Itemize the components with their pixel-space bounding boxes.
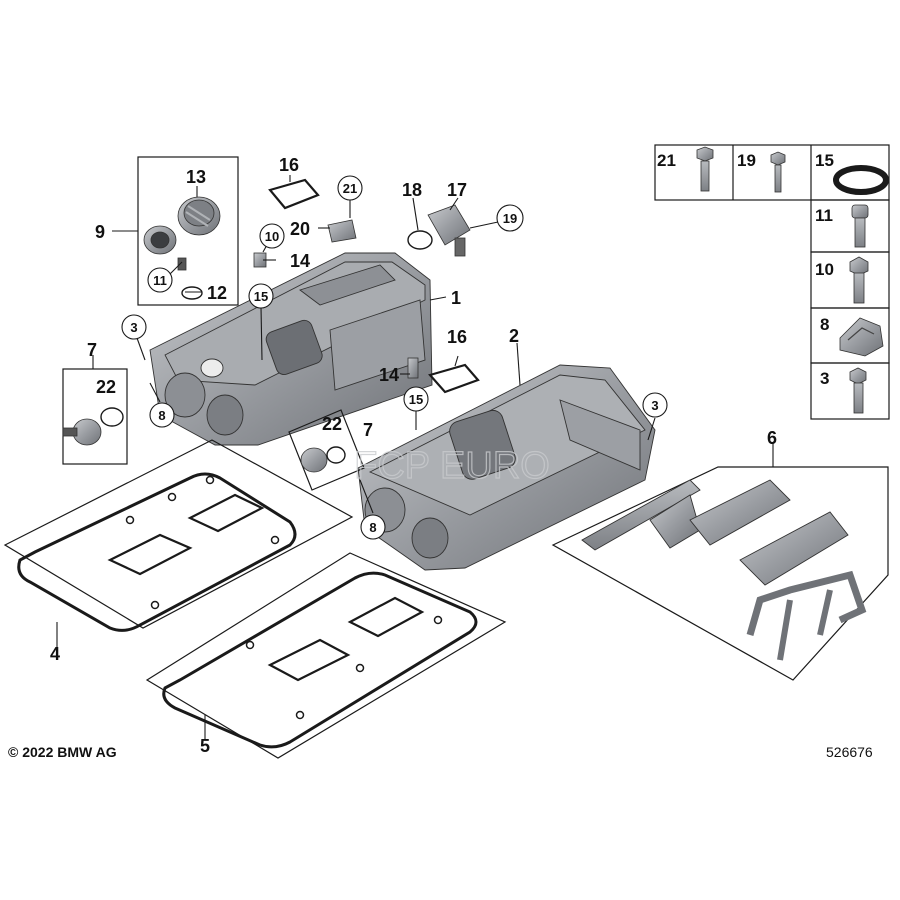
bracket-20-icon [327, 219, 357, 243]
callout-circle-21 [337, 175, 363, 201]
callout-10-circled: 10 [265, 229, 279, 244]
callout-5: 5 [200, 736, 210, 756]
o-ring-18-icon [407, 230, 433, 250]
callout-14a: 14 [290, 251, 310, 271]
gasket-16-lower-icon [428, 363, 480, 394]
circled-callouts [121, 175, 668, 540]
valve-cover-2 [357, 364, 656, 571]
bolt-21-icon [696, 146, 714, 192]
leader-lines [56, 175, 774, 740]
box-sensor-left [62, 368, 128, 465]
o-ring-15-icon [833, 165, 889, 195]
valve-cover-1 [149, 252, 433, 446]
callout-17: 17 [447, 180, 467, 200]
legend-label-19: 19 [737, 151, 756, 170]
callout-8b-circled: 8 [369, 520, 376, 535]
gasket-5 [145, 552, 507, 759]
callout-15b-circled: 15 [409, 392, 423, 407]
breather-pipe-assembly [581, 479, 867, 661]
callout-circle-3b [642, 392, 668, 418]
watermark: FCP EURO [354, 445, 550, 487]
cap-adapter-icon [143, 225, 187, 271]
legend-label-11: 11 [815, 206, 833, 225]
callout-13: 13 [186, 167, 206, 187]
gasket-16-upper-icon [268, 178, 320, 210]
legend-label-8: 8 [820, 315, 829, 334]
legend-label-3: 3 [820, 369, 829, 388]
bolt-10-icon [849, 256, 869, 304]
oil-cap-13-icon [177, 196, 221, 236]
diagram-id: 526676 [826, 744, 873, 760]
callout-9: 9 [95, 222, 105, 242]
clip-8-icon [839, 317, 884, 357]
callout-circle-19 [496, 204, 524, 232]
callout-7b: 7 [363, 420, 373, 440]
seal-ring-small-icon [326, 446, 346, 464]
callout-11-circled: 11 [153, 273, 167, 288]
callout-19-circled: 19 [503, 211, 517, 226]
copyright-text: © 2022 BMW AG [8, 744, 117, 760]
parts-legend [654, 144, 890, 420]
callout-8a-circled: 8 [158, 408, 165, 423]
box-oil-filler-cap [137, 156, 239, 306]
callout-22a: 22 [96, 377, 116, 397]
callout-12: 12 [207, 283, 227, 303]
callout-circle-10 [259, 223, 285, 249]
small-parts [253, 178, 480, 394]
callout-circle-8a [149, 402, 175, 428]
callout-22b: 22 [322, 414, 342, 434]
callout-7a: 7 [87, 340, 97, 360]
callout-circle-15a [248, 283, 274, 309]
callout-circle-8b [360, 514, 386, 540]
gasket-4 [3, 439, 354, 632]
legend-label-10: 10 [815, 260, 834, 279]
callout-circle-3a [121, 314, 147, 340]
box-sensor-right [288, 409, 365, 491]
callout-18: 18 [402, 180, 422, 200]
callout-3b-circled: 3 [651, 398, 658, 413]
callout-circle-11 [147, 267, 173, 293]
callout-20: 20 [290, 219, 310, 239]
callout-16b: 16 [447, 327, 467, 347]
callout-4: 4 [50, 644, 60, 664]
callout-circle-15b [403, 386, 429, 412]
callout-21-circled: 21 [343, 181, 357, 196]
callout-6: 6 [767, 428, 777, 448]
legend-labels: 21 19 15 11 10 8 3 [657, 151, 834, 388]
sensor-14-lower-icon [407, 357, 419, 379]
legend-label-21: 21 [657, 151, 676, 170]
callout-2: 2 [509, 326, 519, 346]
seal-ring-icon [100, 407, 124, 427]
o-ring-12-icon [181, 286, 203, 300]
bolt-11-icon [851, 204, 869, 248]
callout-numbers: 1 2 4 5 6 7 7 9 12 13 14 14 16 16 17 18 … [50, 155, 777, 756]
callout-14b: 14 [379, 365, 399, 385]
bolt-3-icon [849, 367, 867, 414]
callout-16a: 16 [279, 155, 299, 175]
sensor-17-icon [427, 204, 471, 257]
box-breather-pipes [551, 466, 889, 681]
bolt-19-icon [770, 151, 786, 193]
callout-15a-circled: 15 [254, 289, 268, 304]
callout-3a-circled: 3 [130, 320, 137, 335]
sensor-22-icon [62, 418, 102, 446]
callout-1: 1 [451, 288, 461, 308]
legend-label-15: 15 [815, 151, 834, 170]
legend-parts [696, 146, 889, 414]
sensor-22-small-icon [300, 447, 328, 473]
